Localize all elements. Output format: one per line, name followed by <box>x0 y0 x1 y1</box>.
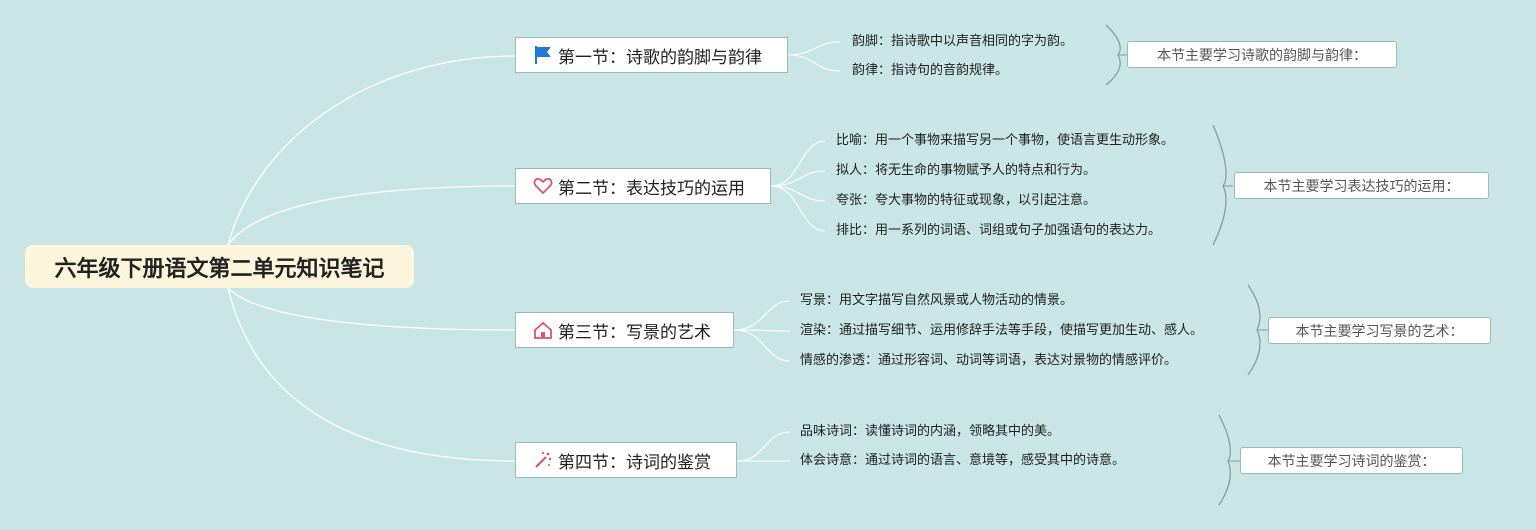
topic-section-1[interactable]: 第一节：诗歌的韵脚与韵律 <box>515 37 788 73</box>
leaf-section-2-item-4: 排比：用一系列的词语、词组或句子加强语句的表达力。 <box>836 223 1162 238</box>
summary-section-4[interactable]: 本节主要学习诗词的鉴赏： <box>1240 447 1463 474</box>
summary-section-2[interactable]: 本节主要学习表达技巧的运用： <box>1234 172 1489 199</box>
topic-section-3[interactable]: 第三节：写景的艺术 <box>515 312 734 348</box>
summary-section-3[interactable]: 本节主要学习写景的艺术： <box>1268 317 1491 344</box>
summary-links <box>1118 54 1268 462</box>
leaf-section-3-item-3: 情感的渗透：通过形容词、动词等词语，表达对景物的情感评价。 <box>800 353 1178 368</box>
central-topic-label: 六年级下册语文第二单元知识笔记 <box>54 256 385 282</box>
house-icon <box>532 319 554 341</box>
heart-icon <box>532 175 554 197</box>
leaf-section-2-item-1: 比喻：用一个事物来描写另一个事物，使语言更生动形象。 <box>836 133 1175 148</box>
leaf-section-4-item-2: 体会诗意：通过诗词的语言、意境等，感受其中的诗意。 <box>800 453 1126 468</box>
summary-braces <box>1105 24 1261 506</box>
leaf-section-1-item-1: 韵脚：指诗歌中以声音相同的字为韵。 <box>852 34 1074 49</box>
topic-section-2[interactable]: 第二节：表达技巧的运用 <box>515 168 771 204</box>
topic-section-4[interactable]: 第四节：诗词的鉴赏 <box>515 442 737 478</box>
flag-icon <box>532 44 554 66</box>
leaf-section-4-item-1: 品味诗词：读懂诗词的内涵，领略其中的美。 <box>800 424 1061 439</box>
leaf-connectors <box>733 41 841 462</box>
leaf-section-3-item-2: 渲染：通过描写细节、运用修辞手法等手段，使描写更加生动、感人。 <box>800 323 1204 338</box>
root-connectors <box>227 55 516 462</box>
leaf-section-2-item-3: 夸张：夸大事物的特征或现象，以引起注意。 <box>836 193 1097 208</box>
topic-section-2-label: 第二节：表达技巧的运用 <box>558 178 745 199</box>
leaf-section-1-item-2: 韵律：指诗句的音韵规律。 <box>852 63 1009 78</box>
central-topic[interactable]: 六年级下册语文第二单元知识笔记 <box>25 245 414 288</box>
leaf-section-3-item-1: 写景：用文字描写自然风景或人物活动的情景。 <box>800 293 1074 308</box>
summary-section-1[interactable]: 本节主要学习诗歌的韵脚与韵律： <box>1127 41 1397 68</box>
leaf-section-2-item-2: 拟人：将无生命的事物赋予人的特点和行为。 <box>836 163 1097 178</box>
topic-section-3-label: 第三节：写景的艺术 <box>558 322 711 343</box>
topic-section-4-label: 第四节：诗词的鉴赏 <box>558 452 711 473</box>
topic-section-1-label: 第一节：诗歌的韵脚与韵律 <box>558 47 762 68</box>
magic-wand-icon <box>532 449 554 471</box>
